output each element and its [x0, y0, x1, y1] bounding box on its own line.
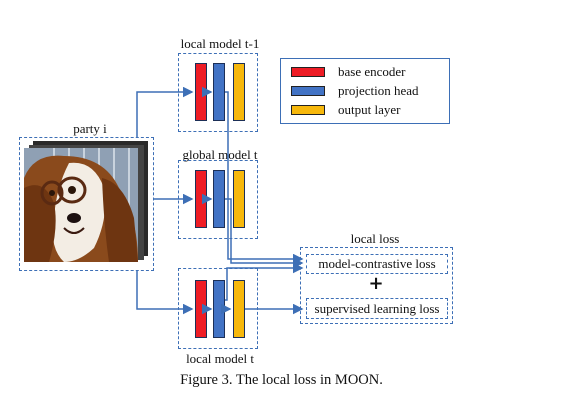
model-label-prev-local: local model t-1: [180, 36, 260, 51]
figure-caption: Figure 3. The local loss in MOON.: [180, 372, 383, 388]
model-label-global: global model t: [182, 147, 258, 162]
arrow-global-to-contrastive: [225, 198, 304, 269]
dog-image: [24, 148, 138, 262]
arrow-local-to-contrastive: [225, 262, 304, 301]
plus-icon: +: [368, 273, 384, 294]
arrow-party-to-prev-local: [136, 86, 194, 137]
supervised-learning-loss-box: supervised learning loss: [306, 298, 448, 319]
local-loss-label: local loss: [350, 231, 400, 246]
legend-label-projection-head: projection head: [338, 83, 419, 98]
local-loss-frame: [300, 247, 453, 324]
arrow-prev-local-to-contrastive: [225, 91, 304, 265]
output-layer-bar: [233, 170, 245, 228]
legend-label-base-encoder: base encoder: [338, 64, 406, 79]
legend-label-output-layer: output layer: [338, 102, 401, 117]
model-label-local: local model t: [186, 351, 254, 366]
party-frame: [19, 137, 154, 271]
output-layer-bar: [233, 63, 245, 121]
output-layer-bar: [233, 280, 245, 338]
party-label: party i: [73, 121, 107, 136]
model-contrastive-loss-box: model-contrastive loss: [306, 254, 448, 274]
legend-swatch-projection-head: [291, 86, 325, 96]
legend-swatch-base-encoder: [291, 67, 325, 77]
legend: [280, 58, 450, 124]
legend-swatch-output-layer: [291, 105, 325, 115]
projection-head-bar: [213, 63, 225, 121]
projection-head-bar: [213, 170, 225, 228]
arrow-party-to-local: [136, 271, 194, 315]
